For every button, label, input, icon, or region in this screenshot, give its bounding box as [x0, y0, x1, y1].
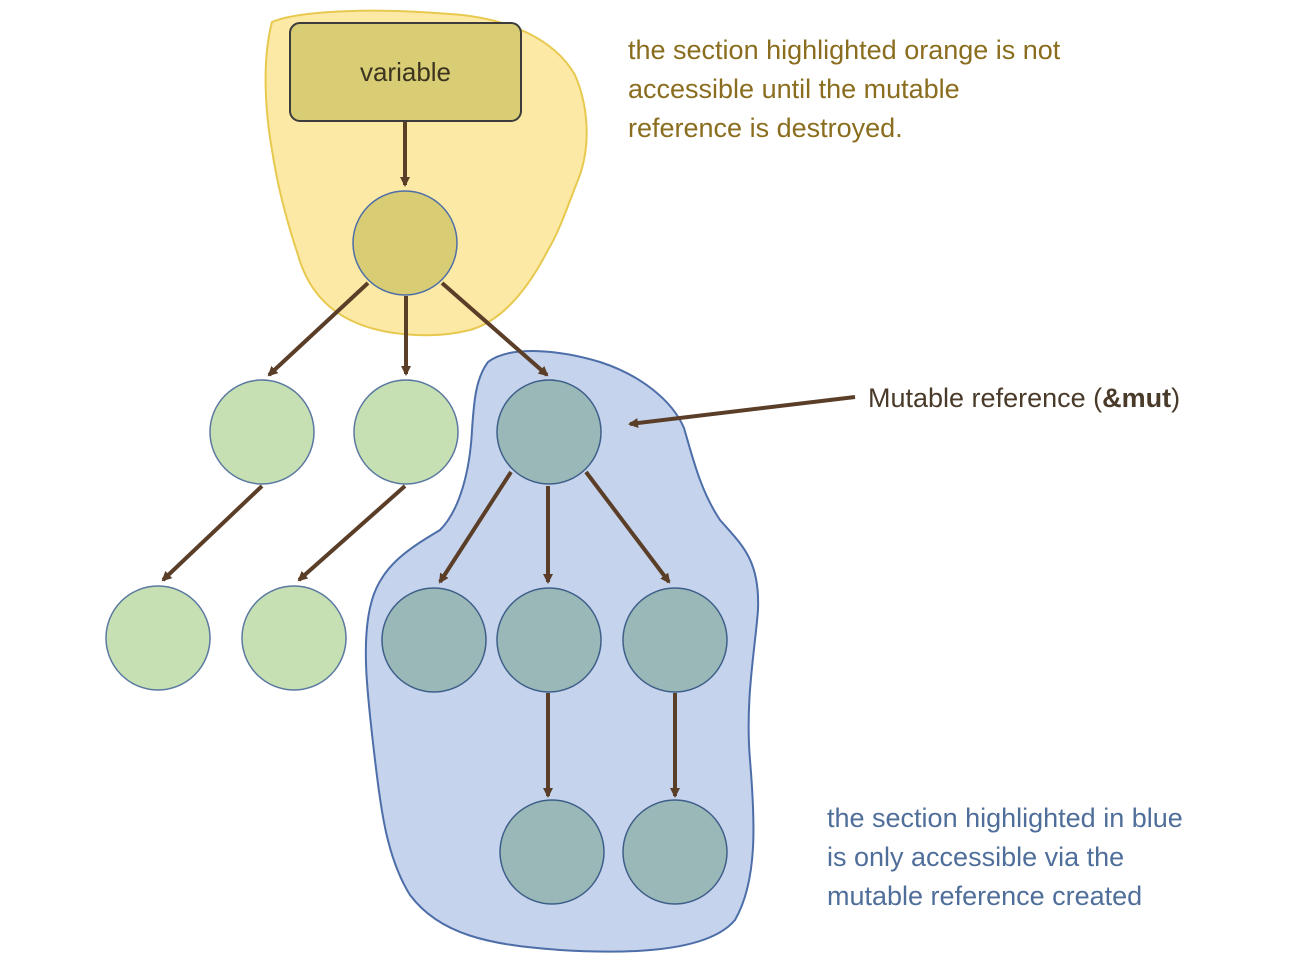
node-green-bottom-mid	[241, 585, 347, 691]
node-teal-bottom-right	[622, 799, 728, 905]
arrow-root-to-teal-top	[440, 281, 549, 377]
orange-note-line-3: reference is destroyed.	[628, 113, 903, 143]
blue-note-line-3: mutable reference created	[827, 881, 1143, 911]
node-teal-mid	[496, 587, 602, 693]
blue-note-line-1: the section highlighted in blue	[827, 803, 1183, 833]
arrows	[161, 122, 856, 798]
orange-section-note: the section highlighted orange is not ac…	[628, 31, 1060, 148]
node-root	[352, 190, 458, 296]
node-teal-top	[496, 379, 602, 485]
orange-note-line-2: accessible until the mutable	[628, 74, 960, 104]
blue-section-note: the section highlighted in blue is only …	[827, 799, 1183, 916]
arrow-mutable-reference-pointer	[628, 395, 856, 429]
arrow-teal-top-to-right	[584, 470, 671, 584]
mutable-reference-suffix: )	[1171, 383, 1181, 413]
arrow-root-to-green-left	[267, 281, 370, 377]
arrow-green-left-to-bottom	[161, 484, 264, 582]
mutable-reference-keyword: &mut	[1102, 383, 1172, 413]
variable-label: variable	[359, 56, 452, 87]
arrow-green-mid-to-bottom	[297, 484, 407, 582]
arrow-teal-top-to-left	[438, 470, 513, 584]
node-green-mid	[353, 379, 459, 485]
mutable-reference-label: Mutable reference (&mut)	[868, 379, 1180, 418]
node-teal-right	[622, 587, 728, 693]
mutable-reference-prefix: Mutable reference (	[868, 383, 1103, 413]
orange-note-line-1: the section highlighted orange is not	[628, 35, 1061, 65]
node-green-bottom-left	[105, 585, 211, 691]
blue-note-line-2: is only accessible via the	[827, 842, 1125, 872]
node-teal-left	[381, 587, 487, 693]
variable-box	[289, 22, 522, 122]
node-green-left	[209, 379, 315, 485]
node-teal-bottom-mid	[499, 799, 605, 905]
